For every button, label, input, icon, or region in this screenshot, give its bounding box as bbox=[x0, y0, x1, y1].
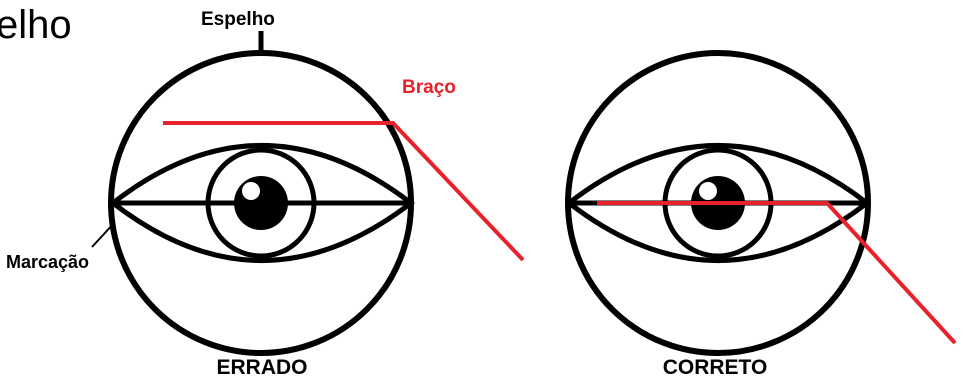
pupil-highlight-right bbox=[699, 182, 717, 200]
heading-fragment: elho bbox=[0, 3, 72, 47]
arm-line-right bbox=[597, 203, 955, 343]
wrong-example bbox=[92, 31, 523, 353]
right-example bbox=[568, 53, 955, 353]
caption-wrong: ERRADO bbox=[216, 356, 307, 379]
arm-line-wrong bbox=[163, 123, 523, 260]
arm-label: Braço bbox=[402, 77, 456, 98]
caption-right: CORRETO bbox=[663, 356, 768, 379]
pupil-highlight-wrong bbox=[242, 182, 260, 200]
mirror-label: Espelho bbox=[201, 9, 275, 30]
mark-label: Marcação bbox=[6, 252, 89, 272]
